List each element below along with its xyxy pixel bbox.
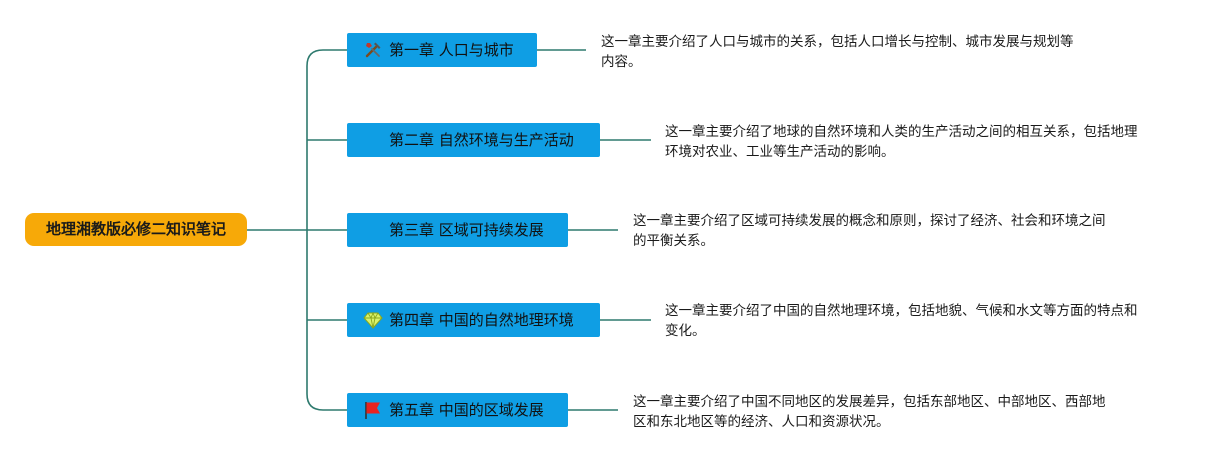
chapter-1-title: 第一章 人口与城市 xyxy=(389,41,514,59)
description-line: 这一章主要介绍了人口与城市的关系，包括人口增长与控制、城市发展与规划等 xyxy=(601,34,1074,50)
description-line: 的平衡关系。 xyxy=(633,233,714,249)
chapter-4-title: 第四章 中国的自然地理环境 xyxy=(389,311,574,329)
description-line: 环境对农业、工业等生产活动的影响。 xyxy=(665,144,895,160)
chapter-4-description: 这一章主要介绍了中国的自然地理环境，包括地貌、气候和水文等方面的特点和 变化。 xyxy=(665,301,1138,341)
chapter-3-description: 这一章主要介绍了区域可持续发展的概念和原则，探讨了经济、社会和环境之间 的平衡关… xyxy=(633,211,1106,251)
root-topic[interactable]: 地理湘教版必修二知识笔记 xyxy=(25,213,247,246)
description-line: 这一章主要介绍了中国不同地区的发展差异，包括东部地区、中部地区、西部地 xyxy=(633,394,1106,410)
description-line: 这一章主要介绍了地球的自然环境和人类的生产活动之间的相互关系，包括地理 xyxy=(665,124,1138,140)
description-line: 内容。 xyxy=(601,54,642,70)
chapter-5-title: 第五章 中国的区域发展 xyxy=(389,401,544,419)
chapter-2-node[interactable]: 第二章 自然环境与生产活动 xyxy=(347,123,600,157)
chapter-3-node[interactable]: 第三章 区域可持续发展 xyxy=(347,213,568,247)
tools-icon xyxy=(365,42,381,58)
gem-icon xyxy=(363,311,383,329)
chapter-2-title: 第二章 自然环境与生产活动 xyxy=(389,131,574,149)
description-line: 这一章主要介绍了中国的自然地理环境，包括地貌、气候和水文等方面的特点和 xyxy=(665,303,1138,319)
description-line: 变化。 xyxy=(665,323,706,339)
description-line: 区和东北地区等的经济、人口和资源状况。 xyxy=(633,414,890,430)
red-flag-icon xyxy=(365,402,380,419)
chapter-3-title: 第三章 区域可持续发展 xyxy=(389,221,544,239)
chapter-1-node[interactable]: 第一章 人口与城市 xyxy=(347,33,537,67)
chapter-5-node[interactable]: 第五章 中国的区域发展 xyxy=(347,393,568,427)
chapter-2-description: 这一章主要介绍了地球的自然环境和人类的生产活动之间的相互关系，包括地理 环境对农… xyxy=(665,122,1138,162)
description-line: 这一章主要介绍了区域可持续发展的概念和原则，探讨了经济、社会和环境之间 xyxy=(633,213,1106,229)
chapter-4-node[interactable]: 第四章 中国的自然地理环境 xyxy=(347,303,600,337)
chapter-1-description: 这一章主要介绍了人口与城市的关系，包括人口增长与控制、城市发展与规划等 内容。 xyxy=(601,32,1074,72)
chapter-5-description: 这一章主要介绍了中国不同地区的发展差异，包括东部地区、中部地区、西部地 区和东北… xyxy=(633,392,1106,432)
